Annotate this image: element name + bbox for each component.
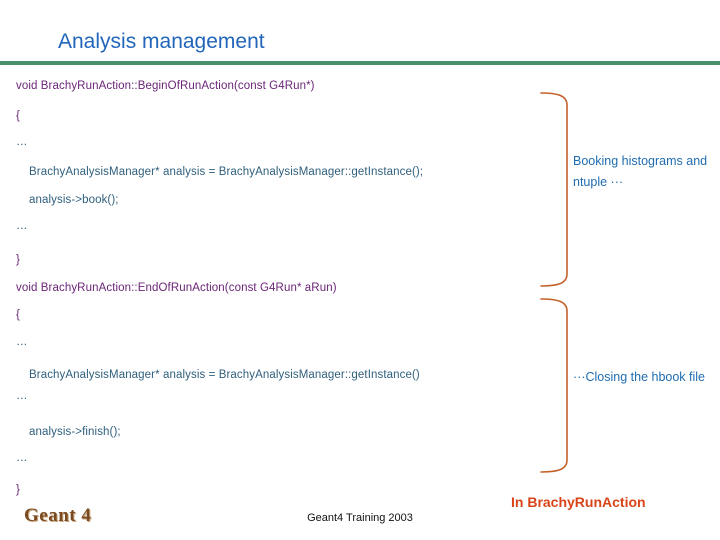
lower-brace <box>540 298 568 473</box>
upper-brace <box>540 92 568 287</box>
code-line: BrachyAnalysisManager* analysis = Brachy… <box>29 369 420 381</box>
footer-center-text: Geant4 Training 2003 <box>307 512 413 524</box>
geant4-logo: Geant 4 <box>24 505 92 526</box>
code-line: } <box>16 254 20 266</box>
code-line: void BrachyRunAction::BeginOfRunAction(c… <box>16 80 315 92</box>
code-line: … <box>16 336 28 348</box>
code-line: … <box>16 452 28 464</box>
code-line: … <box>16 220 28 232</box>
code-line: analysis->finish(); <box>29 426 121 438</box>
annotation-text: Booking histograms and ntuple ··· <box>573 154 708 189</box>
code-line: { <box>16 110 20 122</box>
code-line: void BrachyRunAction::EndOfRunAction(con… <box>16 282 337 294</box>
code-line: { <box>16 309 20 321</box>
code-line: BrachyAnalysisManager* analysis = Brachy… <box>29 166 424 178</box>
code-line: … <box>16 390 28 402</box>
footer-note: In BrachyRunAction <box>511 494 646 510</box>
page-title: Analysis management <box>58 30 265 53</box>
code-line: … <box>16 136 28 148</box>
code-line: analysis->book(); <box>29 194 119 206</box>
code-line: } <box>16 484 20 496</box>
annotation-text: ···Closing the hbook file <box>573 370 706 384</box>
title-divider <box>0 61 720 65</box>
